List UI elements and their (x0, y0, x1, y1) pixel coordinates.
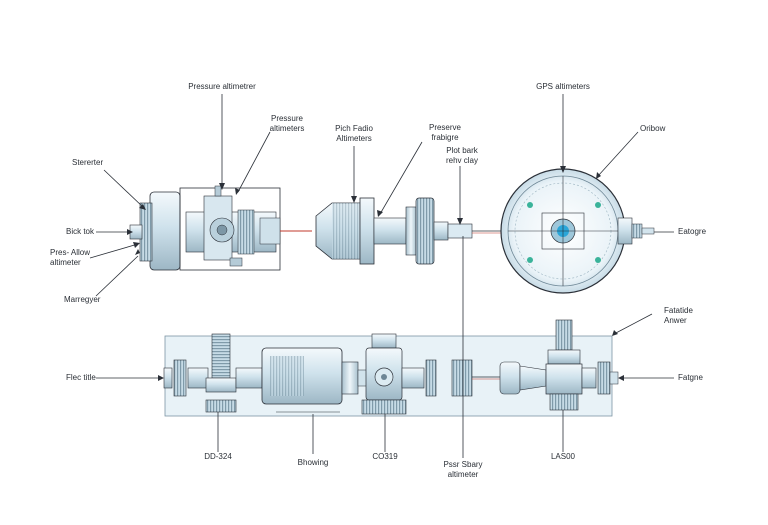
leader-lines (89, 94, 674, 458)
label-pressure-altimeters: Pressure altimeters (269, 114, 305, 133)
label-pitch-radio: Pich Fadio Altimeters (335, 124, 373, 143)
label-pitot-back: Plot bark rehv clay (445, 146, 478, 165)
label-fatatide-anwer: Fatatide Anwer (664, 306, 693, 325)
bottom-assembly-panel (163, 319, 619, 417)
gps-altimeter-dial (500, 168, 655, 294)
label-fatgne: Fatgne (678, 373, 703, 382)
label-eatogre: Eatogre (678, 227, 707, 236)
label-preserve-frabigre: Preserve frabigre (428, 123, 461, 142)
label-co319: CO319 (372, 452, 398, 461)
label-maregyer: Marregyer (64, 295, 101, 304)
label-pressure-altimeter-top: Pressure altimetrer (188, 82, 256, 91)
label-dd-324: DD-324 (204, 452, 232, 461)
label-stereter: Stererter (72, 158, 104, 167)
middle-altimeter-assembly (315, 197, 510, 265)
leader-arrowheads (127, 166, 624, 381)
left-altimeter-assembly (129, 185, 312, 271)
label-bick-tok: Bick tok (66, 227, 95, 236)
label-orbow: Oribow (640, 124, 666, 133)
label-flec-title: Flec title (66, 373, 96, 382)
label-bhowing: Bhowing (297, 458, 329, 467)
label-press-allow: Pres- Allow altimeter (50, 248, 91, 267)
label-pssr-sbary: Pssr Sbary altimeter (443, 460, 483, 479)
label-gps-altimeters: GPS altimeters (536, 82, 590, 91)
label-las00: LAS00 (550, 452, 576, 461)
